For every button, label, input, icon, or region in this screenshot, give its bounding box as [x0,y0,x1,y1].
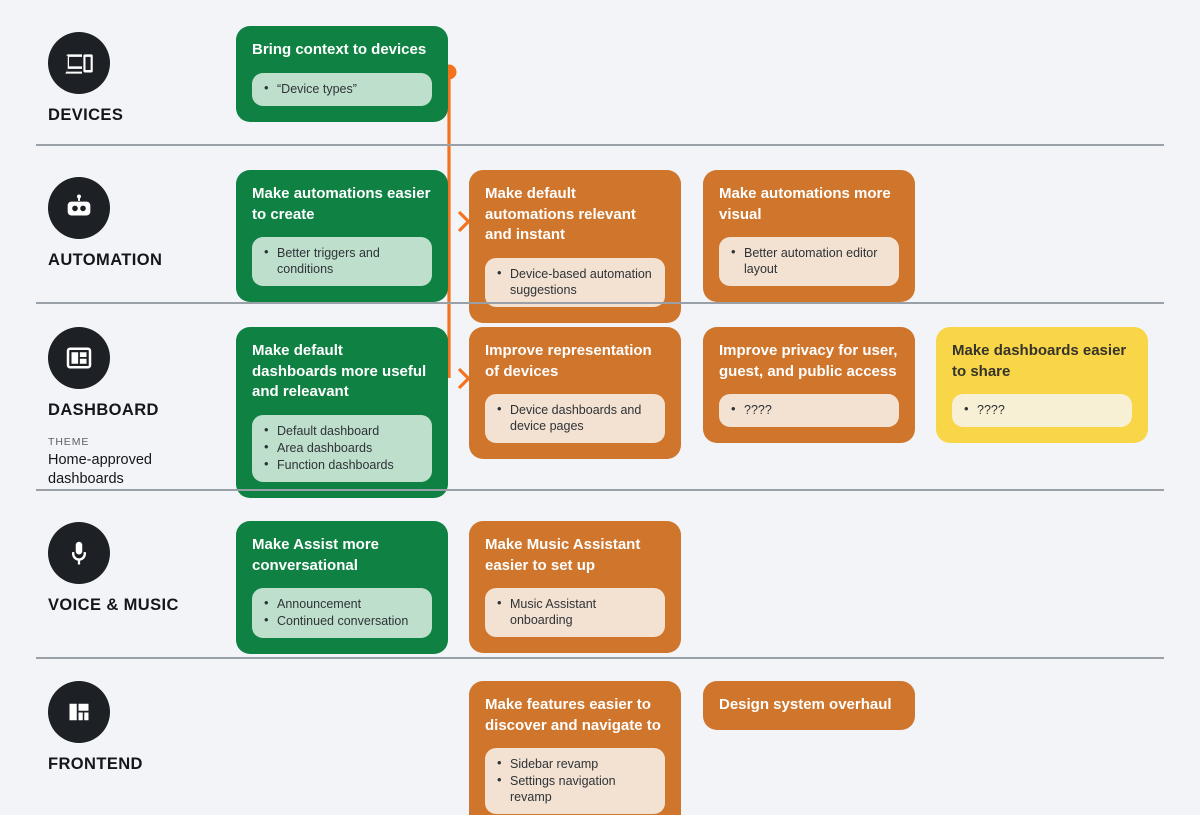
robot-icon [48,177,110,239]
layout-icon [48,681,110,743]
card-make-automations-more-visual[interactable]: Make automations more visual Better auto… [703,170,915,303]
card-items: Device dashboards and device pages [485,394,665,444]
card-items: Device-based automation suggestions [485,258,665,308]
card-items: Better triggers and conditions [252,237,432,287]
row-divider [36,144,1164,146]
card-title: Make automations easier to create [252,185,431,223]
card-items: Announcement Continued conversation [252,588,432,639]
list-item: “Device types” [264,80,420,97]
list-item: Function dashboards [264,456,420,473]
card-title: Improve representation of devices [485,342,652,380]
row-divider [36,657,1164,659]
list-item: Device-based automation suggestions [497,265,653,298]
list-item: Better automation editor layout [731,244,887,277]
list-item: Area dashboards [264,439,420,456]
card-title: Design system overhaul [719,696,892,713]
category-voice-and-music: VOICE & MUSIC [48,522,228,615]
card-bring-context-to-devices[interactable]: Bring context to devices “Device types” [236,26,448,122]
list-item: ???? [964,401,1120,418]
card-title: Make dashboards easier to share [952,342,1127,380]
card-make-features-easier-to-discover[interactable]: Make features easier to discover and nav… [469,681,681,815]
theme-text: Home-approved dashboards [48,452,152,488]
dashboard-icon [48,327,110,389]
card-make-dashboards-easier-to-share[interactable]: Make dashboards easier to share ???? [936,327,1148,444]
row-divider [36,489,1164,491]
card-items: “Device types” [252,72,432,106]
card-items: Better automation editor layout [719,237,899,287]
card-title: Make default dashboards more useful and … [252,342,427,401]
row-divider [36,302,1164,304]
card-title: Make automations more visual [719,185,891,223]
card-items: ???? [719,394,899,428]
category-name: DASHBOARD [48,401,159,419]
card-make-automations-easier-to-create[interactable]: Make automations easier to create Better… [236,170,448,303]
category-name: AUTOMATION [48,251,163,269]
card-items: Music Assistant onboarding [485,588,665,638]
card-title: Make Assist more conversational [252,536,380,574]
list-item: Default dashboard [264,422,420,439]
card-make-default-automations-relevant-and-instant[interactable]: Make default automations relevant and in… [469,170,681,324]
theme-label: THEME [48,436,90,448]
list-item: Better triggers and conditions [264,244,420,277]
microphone-icon [48,522,110,584]
card-items: Sidebar revamp Settings navigation revam… [485,748,665,815]
card-improve-representation-of-devices[interactable]: Improve representation of devices Device… [469,327,681,460]
list-item: Device dashboards and device pages [497,401,653,434]
list-item: ???? [731,401,887,418]
card-items: Default dashboard Area dashboards Functi… [252,415,432,483]
card-title: Improve privacy for user, guest, and pub… [719,342,898,380]
list-item: Continued conversation [264,612,420,629]
card-title: Bring context to devices [252,41,427,58]
category-name: DEVICES [48,106,124,124]
list-item: Announcement [264,595,420,612]
list-item: Settings navigation revamp [497,772,653,805]
devices-icon [48,32,110,94]
card-title: Make features easier to discover and nav… [485,696,661,734]
category-name: FRONTEND [48,755,143,773]
card-items: ???? [952,394,1132,428]
card-make-music-assistant-easier-to-set-up[interactable]: Make Music Assistant easier to set up Mu… [469,521,681,654]
category-frontend: FRONTEND [48,681,228,774]
card-title: Make Music Assistant easier to set up [485,536,641,574]
card-title: Make default automations relevant and in… [485,185,636,244]
card-improve-privacy-for-user-guest-public-access[interactable]: Improve privacy for user, guest, and pub… [703,327,915,444]
card-make-assist-more-conversational[interactable]: Make Assist more conversational Announce… [236,521,448,655]
card-make-default-dashboards-more-useful[interactable]: Make default dashboards more useful and … [236,327,448,499]
list-item: Music Assistant onboarding [497,595,653,628]
category-name: VOICE & MUSIC [48,596,179,614]
category-automation: AUTOMATION [48,177,228,270]
category-devices: DEVICES [48,32,228,125]
card-design-system-overhaul[interactable]: Design system overhaul [703,681,915,730]
list-item: Sidebar revamp [497,755,653,772]
category-dashboard: DASHBOARD THEME Home-approved dashboards [48,327,228,489]
